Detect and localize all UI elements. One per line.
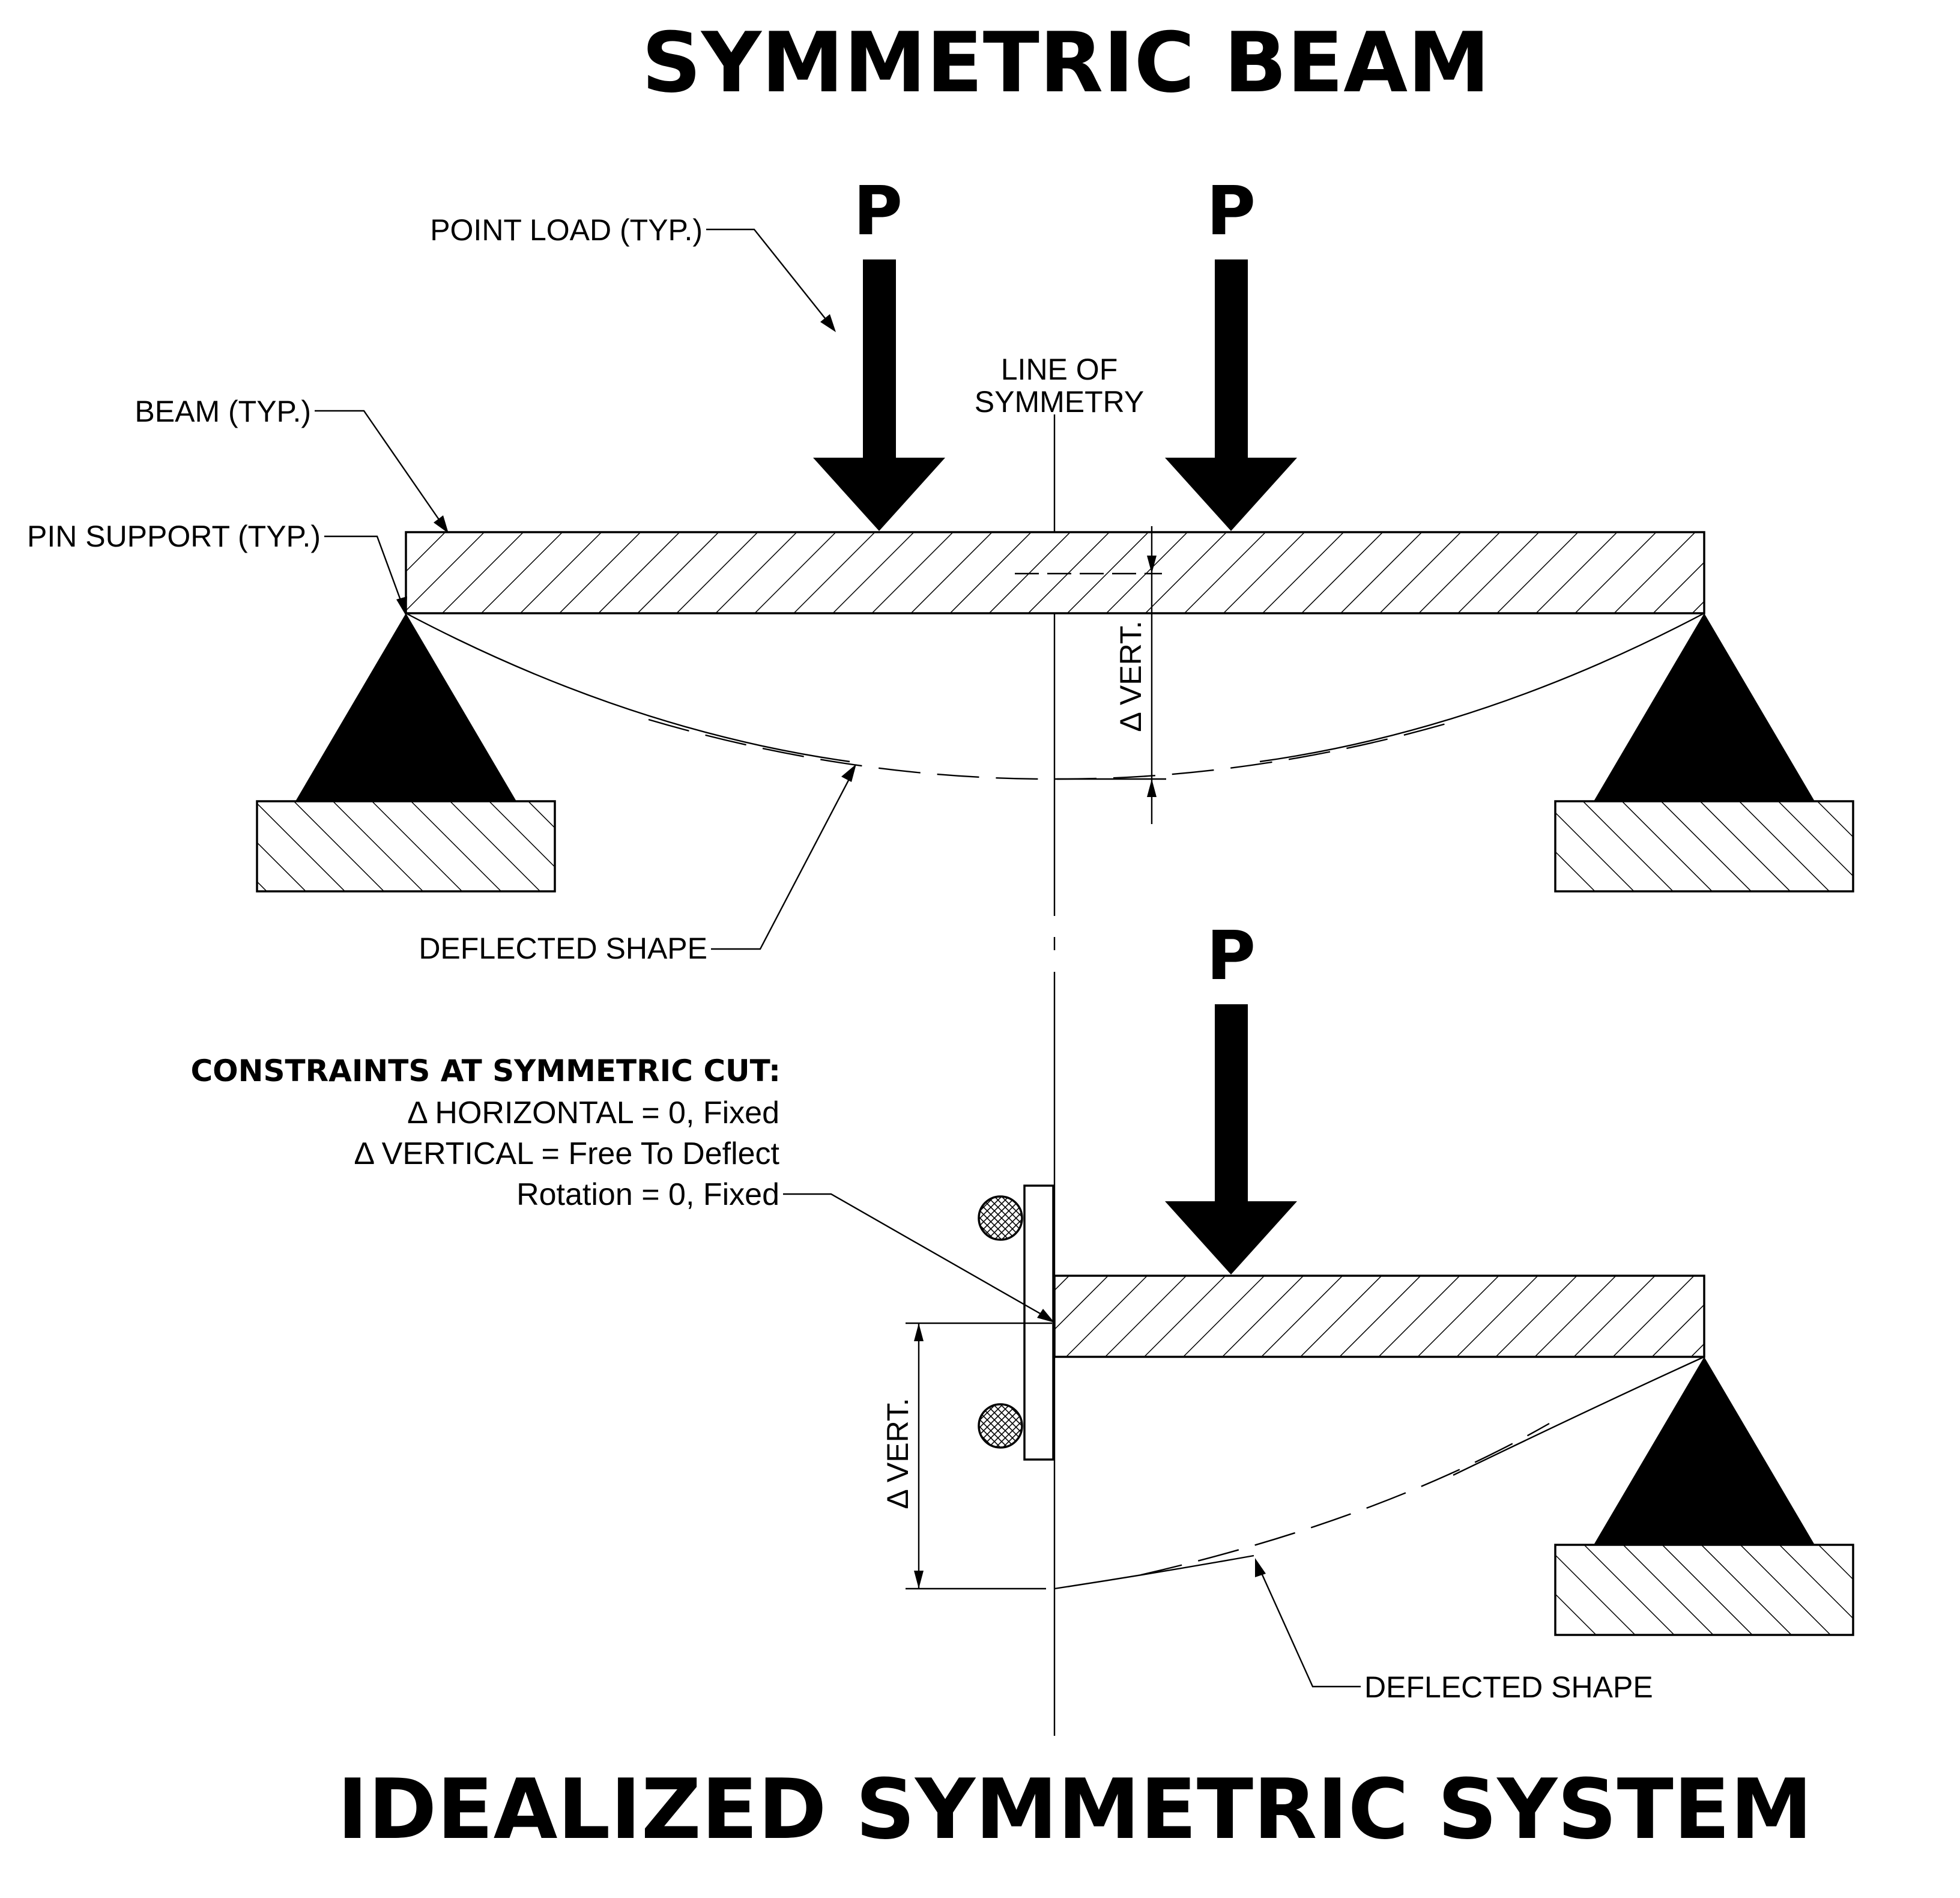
pin-support-leader (324, 535, 407, 616)
roller-bottom (978, 1403, 1023, 1449)
beam-label: BEAM (TYP.) (135, 395, 311, 428)
deflected-shape-leader-top (711, 764, 856, 950)
deflected-shape-label-top: DEFLECTED SHAPE (419, 932, 707, 965)
pin-support-label: PIN SUPPORT (TYP.) (27, 520, 321, 553)
point-load-arrow-left (813, 259, 945, 531)
bottom-title: IDEALIZED SYMMETRIC SYSTEM (337, 1761, 1813, 1858)
load-label-left: P (853, 172, 903, 250)
delta-vert-label-bottom: Δ VERT. (881, 1398, 915, 1509)
line-of-symmetry-label-1: LINE OF (1001, 353, 1118, 386)
constraints-leader (783, 1193, 1054, 1323)
beam-leader (315, 410, 449, 533)
ground-right (1554, 800, 1854, 893)
deflected-shape-leader-bottom (1255, 1558, 1361, 1688)
beam-half (1053, 1275, 1705, 1358)
constraints-heading: CONSTRAINTS AT SYMMETRIC CUT: (190, 1054, 781, 1088)
constraints-line-rotation: Rotation = 0, Fixed (516, 1177, 779, 1212)
roller-top (978, 1195, 1023, 1241)
delta-vert-label-top: Δ VERT. (1114, 620, 1148, 732)
point-load-arrow-bottom (1165, 1004, 1297, 1275)
deflected-shape-top (405, 612, 1705, 780)
pin-support-right (1594, 613, 1815, 801)
delta-vert-dimension-top (1015, 526, 1166, 824)
constraints-line-vertical: Δ VERTICAL = Free To Deflect (354, 1136, 779, 1171)
delta-vert-dimension-bottom (906, 1322, 1052, 1590)
load-label-right: P (1206, 172, 1256, 250)
beam-top (405, 531, 1705, 614)
deflected-shape-bottom (1054, 1356, 1705, 1590)
pin-support-left (295, 613, 516, 801)
point-load-label: POINT LOAD (TYP.) (430, 213, 703, 247)
load-label-bottom: P (1206, 917, 1256, 995)
top-title: SYMMETRIC BEAM (642, 14, 1490, 111)
line-of-symmetry-label-2: SYMMETRY (975, 385, 1144, 419)
point-load-leader (706, 228, 836, 332)
point-load-arrow-right (1165, 259, 1297, 531)
deflected-shape-label-bottom: DEFLECTED SHAPE (1364, 1670, 1653, 1704)
ground-left (256, 800, 556, 893)
constraints-line-horizontal: Δ HORIZONTAL = 0, Fixed (407, 1096, 779, 1130)
pin-support-right-bottom (1594, 1357, 1815, 1545)
ground-right-bottom (1554, 1544, 1854, 1636)
